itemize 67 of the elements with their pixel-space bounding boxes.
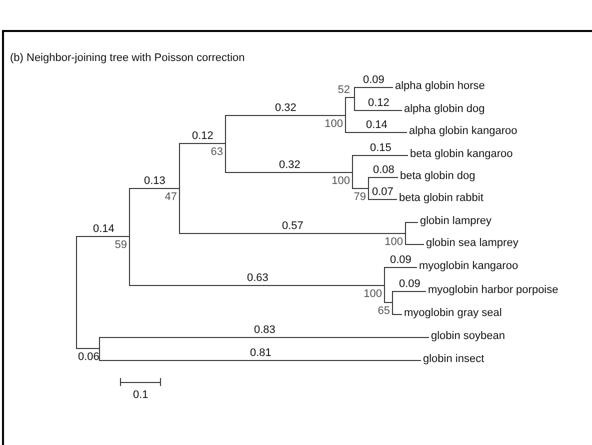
branch-line — [179, 233, 406, 234]
branch-length-label: 0.09 — [363, 74, 384, 87]
branch-length-label: 0.12 — [368, 97, 390, 110]
taxon-label: beta globin dog — [400, 170, 476, 183]
branch-line — [345, 132, 408, 133]
taxon-label: beta globin kangaroo — [410, 148, 513, 161]
branch-length-label: 0.57 — [282, 220, 304, 233]
branch-length-label: 0.06 — [78, 351, 100, 364]
taxon-label: globin lamprey — [420, 215, 492, 228]
taxon-label: alpha globin dog — [404, 103, 485, 116]
bootstrap-value: 100 — [384, 236, 403, 249]
taxon-label: globin insect — [423, 353, 484, 366]
branch-length-label: 0.08 — [373, 164, 394, 177]
bootstrap-value: 100 — [324, 118, 343, 131]
bootstrap-value: 100 — [364, 288, 382, 301]
taxon-label: globin sea lamprey — [426, 237, 518, 250]
branch-line — [392, 291, 426, 292]
bootstrap-value: 65 — [378, 305, 390, 318]
branch-length-label: 0.63 — [247, 272, 268, 285]
branch-line — [99, 337, 430, 338]
branch-line — [225, 172, 353, 173]
branch-line — [354, 87, 394, 88]
branch-line — [405, 222, 418, 223]
branch-line — [129, 188, 180, 189]
taxon-label: alpha globin horse — [395, 80, 485, 93]
taxon-label: myoglobin gray seal — [404, 307, 502, 320]
branch-line — [179, 143, 226, 144]
branch-line — [392, 314, 402, 315]
branch-length-label: 0.32 — [275, 102, 296, 115]
branch-line — [354, 110, 402, 111]
branch-line — [352, 155, 408, 156]
bootstrap-value: 52 — [338, 84, 350, 97]
branch-length-label: 0.14 — [93, 223, 114, 236]
branch-line — [99, 360, 422, 361]
bootstrap-value: 63 — [210, 146, 223, 159]
bootstrap-value: 59 — [114, 239, 127, 252]
branch-length-label: 0.09 — [399, 278, 420, 291]
branch-length-label: 0.13 — [144, 175, 166, 188]
branch-length-label: 0.32 — [279, 159, 300, 172]
branch-length-label: 0.14 — [366, 119, 388, 132]
branch-line — [76, 236, 130, 237]
branch-line — [129, 285, 385, 286]
branch-line — [76, 348, 100, 349]
branch-length-label: 0.15 — [370, 142, 392, 155]
branch-line — [384, 267, 418, 268]
taxon-label: myoglobin harbor porpoise — [428, 284, 558, 297]
scale-bar-label: 0.1 — [133, 389, 148, 402]
branch-length-label: 0.83 — [254, 324, 276, 337]
branch-line — [345, 97, 355, 98]
branch-length-label: 0.12 — [192, 130, 214, 143]
taxon-label: beta globin rabbit — [399, 192, 484, 205]
bootstrap-value: 79 — [354, 191, 366, 204]
branch-line — [225, 115, 346, 116]
panel-title: (b) Neighbor-joining tree with Poisson correction — [10, 52, 245, 65]
branch-line — [368, 177, 398, 178]
branch-line — [352, 188, 369, 189]
bootstrap-value: 100 — [332, 175, 350, 188]
branch-length-label: 0.81 — [250, 347, 272, 360]
taxon-label: globin soybean — [431, 330, 506, 343]
branch-length-label: 0.09 — [390, 254, 412, 267]
branch-line — [368, 199, 398, 200]
taxon-label: alpha globin kangaroo — [409, 125, 518, 138]
branch-length-label: 0.07 — [372, 186, 394, 199]
branch-line — [405, 244, 424, 245]
branch-line — [384, 302, 393, 303]
bootstrap-value: 47 — [164, 191, 177, 204]
taxon-label: myoglobin kangaroo — [419, 260, 518, 273]
